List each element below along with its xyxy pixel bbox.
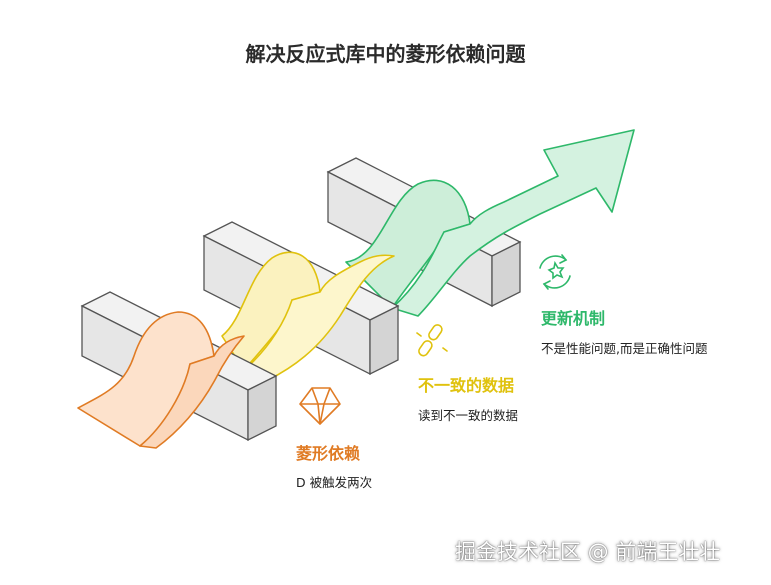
ribbon-green — [345, 129, 635, 317]
stage-label-update-mechanism: 更新机制 — [541, 309, 606, 328]
stage-description-inconsistent-data: 读到不一致的数据 — [418, 408, 519, 423]
refresh-gear-icon — [539, 254, 571, 290]
diagram-title: 解决反应式库中的菱形依赖问题 — [245, 42, 526, 66]
stage-label-inconsistent-data: 不一致的数据 — [418, 376, 515, 395]
ribbon-orange — [77, 311, 245, 449]
stage-description-update-mechanism: 不是性能问题,而是正确性问题 — [541, 341, 708, 356]
watermark: 掘金技术社区 @ 前端王壮壮 — [455, 540, 721, 564]
diamond-icon — [299, 387, 341, 425]
stage-description-diamond-dependency: D 被触发两次 — [296, 475, 373, 490]
ribbon-yellow — [221, 251, 395, 381]
stage-label-diamond-dependency: 菱形依赖 — [296, 444, 361, 463]
broken-chain-icon — [416, 324, 448, 357]
